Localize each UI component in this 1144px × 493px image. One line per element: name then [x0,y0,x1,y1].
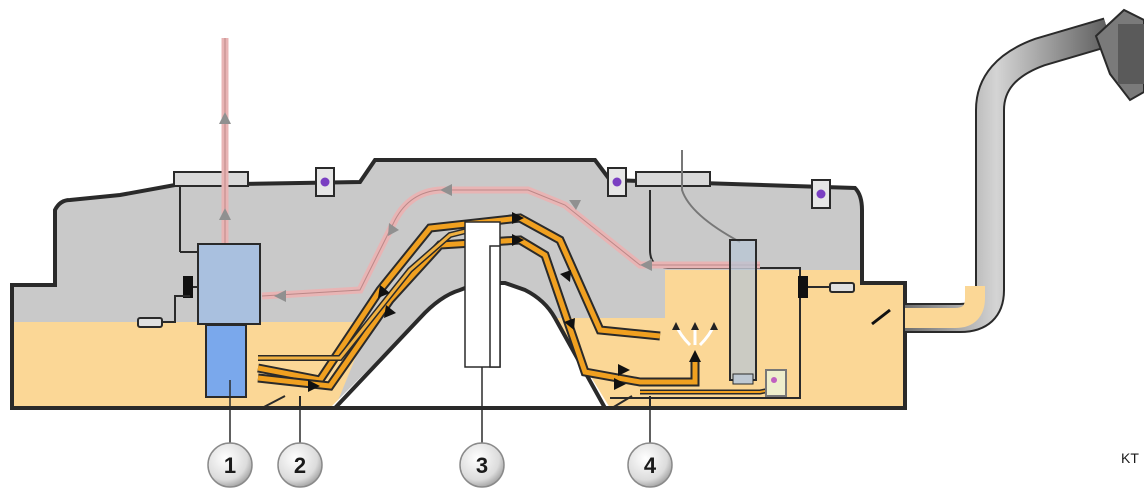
fuel-pump-icon [137,186,261,398]
callout-1-label: 1 [224,453,236,478]
fuel-level [12,270,905,408]
standpipe [464,221,501,448]
callout-2: 2 [277,442,323,488]
callout-2-label: 2 [294,453,306,478]
callout-4: 4 [627,442,673,488]
figure-code: KT [1121,450,1139,466]
callout-3: 3 [459,442,505,488]
fuel-level-sender-icon [681,150,855,397]
callout-3-label: 3 [476,453,488,478]
tank-mount-flanges [173,171,711,187]
callout-1: 1 [207,442,253,488]
vent-line [219,38,760,302]
leader-lines [229,380,651,447]
check-valve-icon [871,308,891,326]
jet-pump-spray-icon [672,322,718,347]
callout-4-label: 4 [644,453,657,478]
filler-neck-icon [871,8,1144,333]
sensor-clips [315,167,831,209]
